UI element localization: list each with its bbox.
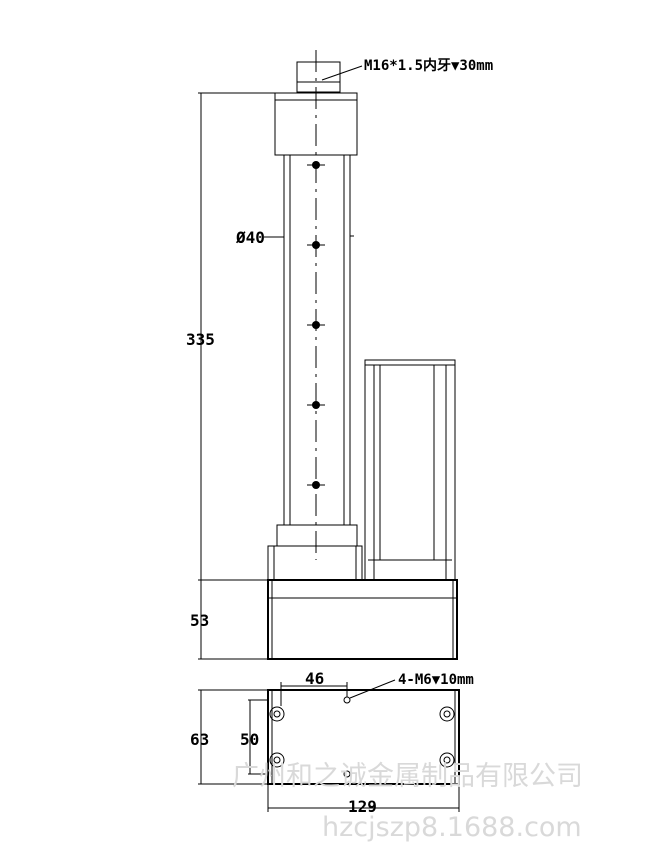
gear-housing-upper bbox=[267, 545, 363, 581]
hole-spacing-y-label: 50 bbox=[240, 730, 259, 749]
motor-body bbox=[364, 359, 456, 581]
threaded-hole bbox=[343, 770, 351, 778]
hole-spacing-x-label: 46 bbox=[305, 669, 324, 688]
hole-note: 4-M6▼10mm bbox=[398, 672, 474, 688]
bottom-view: 46 4-M6▼10mm 50 63 129 bbox=[190, 669, 474, 816]
rod-end-fitting bbox=[296, 61, 341, 93]
rod-diameter-label: Ø40 bbox=[235, 228, 265, 247]
overall-height-label: 335 bbox=[186, 330, 215, 349]
actuator-tube bbox=[283, 154, 351, 526]
thread-leader bbox=[321, 65, 363, 81]
mount-hole bbox=[439, 706, 455, 722]
threaded-hole bbox=[343, 696, 351, 704]
mount-hole bbox=[269, 752, 285, 768]
mount-hole bbox=[439, 752, 455, 768]
tube-collar bbox=[276, 524, 358, 547]
gearbox-base bbox=[267, 579, 458, 660]
bottom-plate bbox=[267, 689, 460, 785]
watermark-site: hzcjszp8.1688.com bbox=[322, 812, 582, 843]
bottom-depth-label: 63 bbox=[190, 730, 209, 749]
bottom-width-label: 129 bbox=[348, 797, 377, 816]
watermark-company: 广州和之诚金属制品有限公司 bbox=[232, 761, 583, 792]
base-height-label: 53 bbox=[190, 611, 209, 630]
front-view: M16*1.5内牙▼30mm Ø40 335 53 bbox=[186, 50, 493, 660]
mount-hole bbox=[269, 706, 285, 722]
thread-note: M16*1.5内牙▼30mm bbox=[364, 57, 493, 74]
